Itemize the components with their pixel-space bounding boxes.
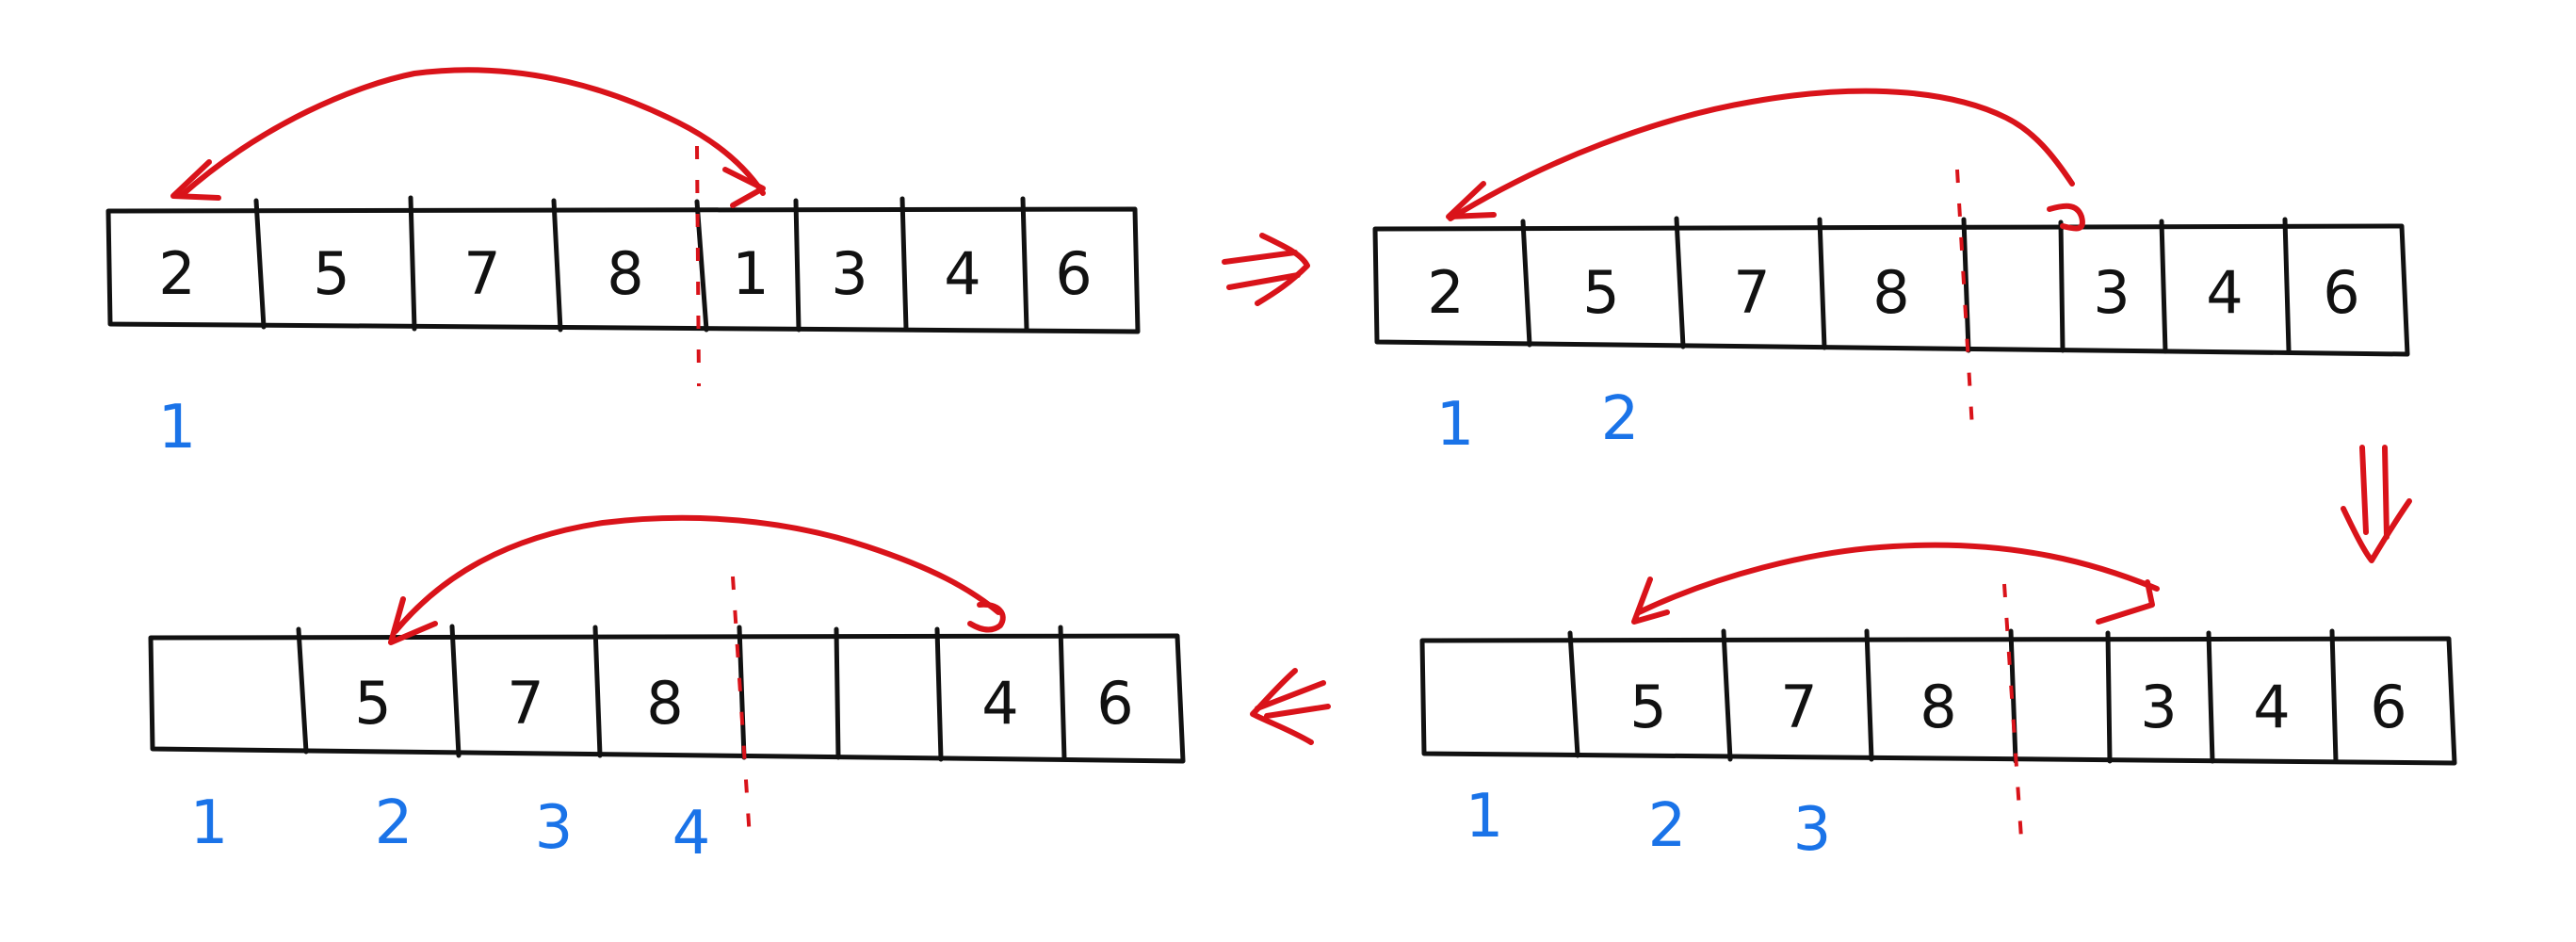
cell-value: 8 xyxy=(1920,673,1956,741)
cell-value: 4 xyxy=(944,239,980,308)
split-divider xyxy=(695,145,701,387)
cell-value: 5 xyxy=(313,239,349,308)
panel-step-4: 5 7 8 4 6 1 2 3 4 xyxy=(148,514,1186,869)
split-divider xyxy=(1955,169,1974,430)
index-label: 1 xyxy=(1436,390,1475,460)
index-label: 3 xyxy=(535,793,574,863)
cell-value: 8 xyxy=(1872,258,1909,327)
cell-value: 7 xyxy=(507,669,543,738)
array-box xyxy=(1419,628,2457,766)
cell-value: 5 xyxy=(1582,258,1619,327)
panel-step-1: 2 5 7 8 1 3 4 6 1 xyxy=(105,67,1141,463)
cell-value: 1 xyxy=(732,239,769,308)
index-label: 1 xyxy=(190,788,229,858)
cell-value: 7 xyxy=(463,239,500,308)
cell-value: 2 xyxy=(1427,258,1464,327)
flow-arrow-down xyxy=(2341,445,2412,563)
swap-arrow xyxy=(388,514,1006,645)
index-label: 1 xyxy=(1466,782,1504,852)
index-label: 1 xyxy=(158,393,197,463)
index-label: 3 xyxy=(1793,795,1832,865)
cell-value: 8 xyxy=(646,669,683,738)
cell-value: 2 xyxy=(158,239,195,308)
swap-arrow xyxy=(1631,542,2160,625)
cell-value: 7 xyxy=(1733,258,1770,327)
index-label: 4 xyxy=(672,799,711,869)
cell-value: 4 xyxy=(981,669,1018,738)
cell-value: 7 xyxy=(1780,673,1817,741)
cell-value: 3 xyxy=(2093,258,2130,327)
cell-value: 5 xyxy=(354,669,391,738)
array-box xyxy=(105,195,1141,334)
cell-value: 6 xyxy=(2370,673,2406,741)
cell-value: 5 xyxy=(1629,673,1666,741)
array-box xyxy=(148,624,1186,764)
index-label: 2 xyxy=(1601,384,1640,454)
index-label: 2 xyxy=(375,788,413,858)
cell-value: 3 xyxy=(831,239,867,308)
swap-arrow xyxy=(170,67,766,208)
flow-arrow-right xyxy=(1222,233,1310,306)
cell-value: 4 xyxy=(2206,258,2243,327)
cell-value: 4 xyxy=(2253,673,2290,741)
cell-value: 3 xyxy=(2140,673,2177,741)
panel-step-3: 5 7 8 3 4 6 1 2 3 xyxy=(1419,542,2457,865)
flow-arrow-left xyxy=(1250,668,1331,745)
split-divider xyxy=(731,576,752,839)
cell-value: 6 xyxy=(2323,258,2359,327)
array-box xyxy=(1372,216,2410,357)
swap-arrow xyxy=(1446,88,2085,232)
split-divider xyxy=(2002,583,2023,839)
cell-value: 6 xyxy=(1096,669,1133,738)
panel-step-2: 2 5 7 8 3 4 6 1 2 xyxy=(1372,88,2410,460)
cell-value: 8 xyxy=(607,239,643,308)
cell-value: 6 xyxy=(1055,239,1092,308)
index-label: 2 xyxy=(1648,791,1687,861)
